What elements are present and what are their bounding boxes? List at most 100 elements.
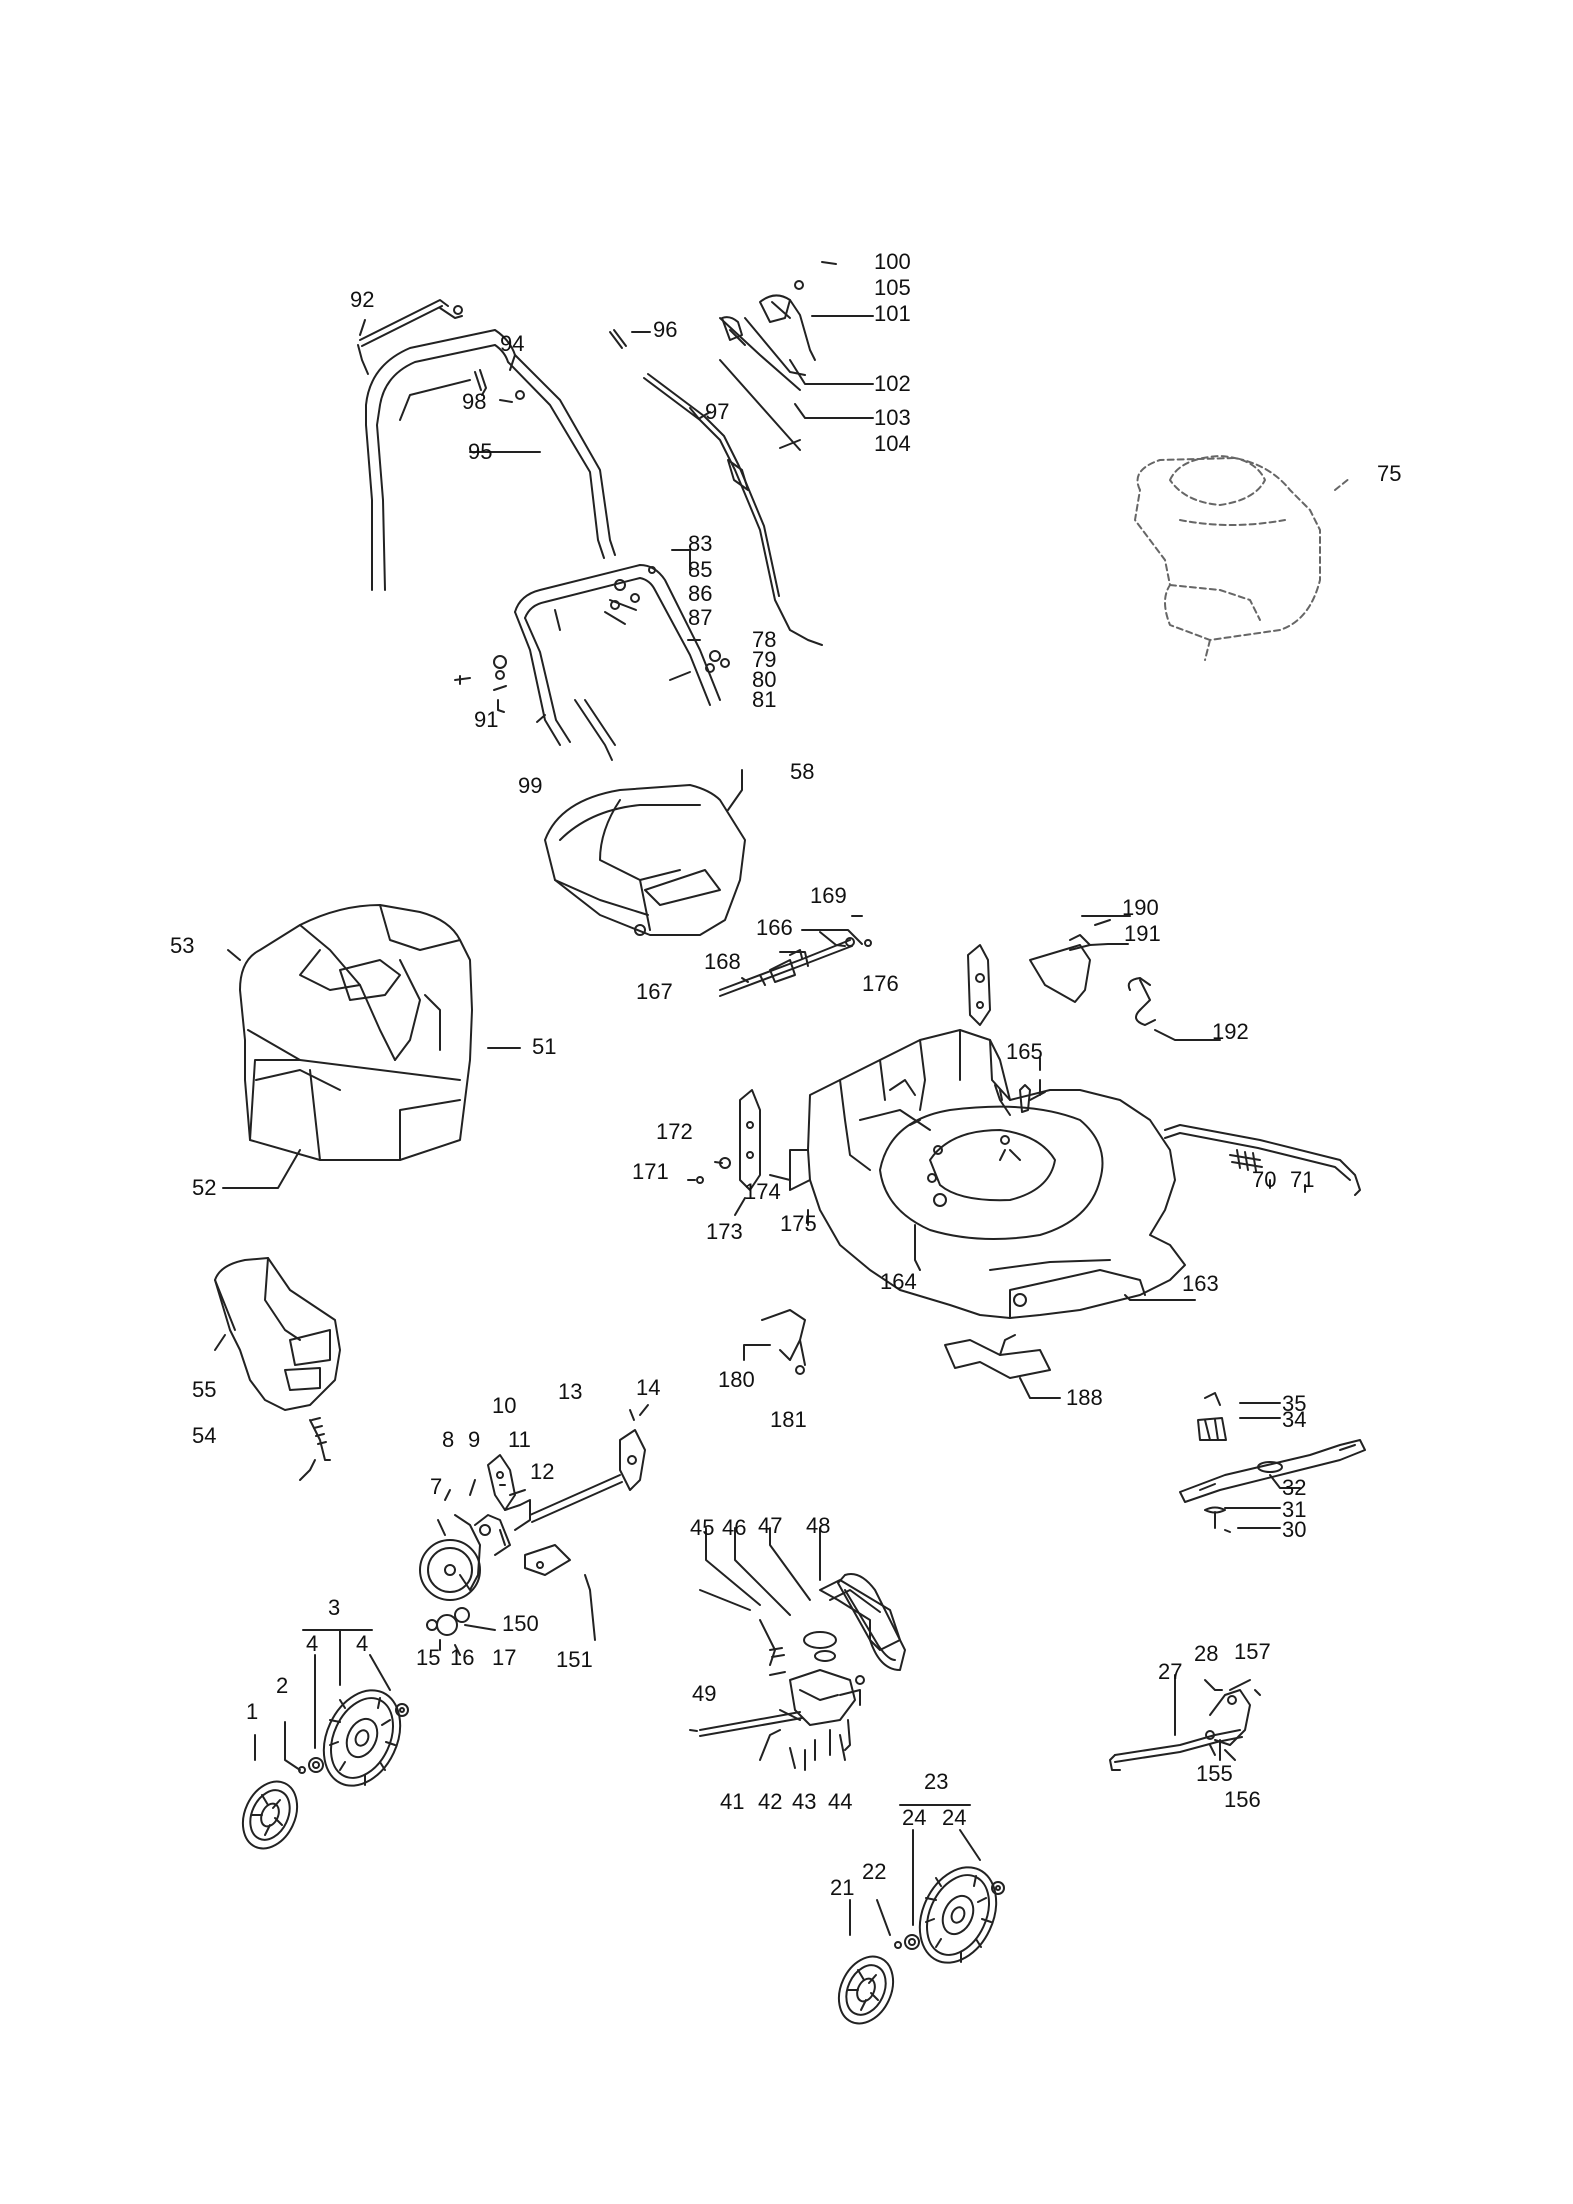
blade-assembly-drawing [1179,1392,1366,1533]
part-label-103: 103 [874,405,911,430]
handle-assembly-drawing [357,299,730,761]
part-label-10: 10 [492,1393,517,1418]
part-label-156: 156 [1224,1787,1261,1812]
front-axle-drawing [1109,1674,1261,1771]
part-label-42: 42 [758,1789,783,1814]
part-label-97: 97 [705,399,730,424]
part-label-102: 102 [874,371,911,396]
part-label-43: 43 [792,1789,817,1814]
part-label-14: 14 [636,1375,661,1400]
part-label-91: 91 [474,707,499,732]
part-label-53: 53 [170,933,195,958]
rear-wheel-drawing [241,1629,409,1850]
part-label-3: 3 [328,1595,341,1620]
side-plate-drawing [687,1089,809,1226]
part-label-181: 181 [770,1407,807,1432]
part-label-4a: 4 [306,1631,319,1656]
part-label-48: 48 [806,1513,831,1538]
part-label-190: 190 [1122,895,1159,920]
part-label-13: 13 [558,1379,583,1404]
part-label-100: 100 [874,249,911,274]
part-label-171: 171 [632,1159,669,1184]
part-label-98: 98 [462,389,487,414]
part-label-188: 188 [1066,1385,1103,1410]
part-label-96: 96 [653,317,678,342]
part-label-52: 52 [192,1175,217,1200]
part-label-32: 32 [1282,1475,1307,1500]
part-label-30: 30 [1282,1517,1307,1542]
part-label-17: 17 [492,1645,517,1670]
cable-drawing [609,261,874,646]
part-label-165: 165 [1006,1039,1043,1064]
part-label-164: 164 [880,1269,917,1294]
part-label-71: 71 [1290,1167,1315,1192]
part-label-45: 45 [690,1515,715,1540]
part-label-151: 151 [556,1647,593,1672]
part-label-49: 49 [692,1681,717,1706]
part-label-92: 92 [350,287,375,312]
part-label-176: 176 [862,971,899,996]
part-label-86: 86 [688,581,713,606]
part-label-41: 41 [720,1789,745,1814]
grass-bag-drawing [222,904,521,1189]
part-label-191: 191 [1124,921,1161,946]
part-label-78: 78 [752,627,777,652]
rear-flap-drawing [214,1257,341,1481]
part-label-27: 27 [1158,1659,1183,1684]
part-label-51: 51 [532,1034,557,1059]
part-label-2: 2 [276,1673,289,1698]
part-label-80: 80 [752,667,777,692]
rear-axle-drawing [1164,1124,1361,1196]
part-label-79: 79 [752,647,777,672]
part-label-44: 44 [828,1789,853,1814]
part-label-7: 7 [430,1474,443,1499]
part-label-173: 173 [706,1219,743,1244]
part-label-95: 95 [468,439,493,464]
part-label-163: 163 [1182,1271,1219,1296]
part-label-58: 58 [790,759,815,784]
part-label-175: 175 [780,1211,817,1236]
part-label-4b: 4 [356,1631,369,1656]
deflector-brackets-drawing [743,1309,1061,1399]
part-label-172: 172 [656,1119,693,1144]
mower-deck-drawing [789,1029,1196,1319]
transmission-drawing [689,1527,901,1771]
part-label-55: 55 [192,1377,217,1402]
part-label-101: 101 [874,301,911,326]
part-label-34: 34 [1282,1407,1307,1432]
part-label-24a: 24 [902,1805,927,1830]
part-label-155: 155 [1196,1761,1233,1786]
part-label-87: 87 [688,605,713,630]
part-label-83: 83 [688,531,713,556]
part-label-21: 21 [830,1875,855,1900]
part-label-54: 54 [192,1423,217,1448]
part-label-22: 22 [862,1859,887,1884]
part-label-11: 11 [508,1427,531,1452]
part-label-31: 31 [1282,1497,1307,1522]
part-label-75: 75 [1377,461,1402,486]
bag-lid-drawing [544,769,746,936]
part-label-167: 167 [636,979,673,1004]
part-label-150: 150 [502,1611,539,1636]
part-label-23: 23 [924,1769,949,1794]
part-label-192: 192 [1212,1019,1249,1044]
part-label-174: 174 [744,1179,781,1204]
height-adjuster-drawing [419,1404,649,1656]
part-label-169: 169 [810,883,847,908]
engine-drawing [1134,455,1351,661]
part-label-16: 16 [450,1645,475,1670]
part-label-1: 1 [246,1699,259,1724]
part-label-157: 157 [1234,1639,1271,1664]
part-label-180: 180 [718,1367,755,1392]
part-label-85: 85 [688,557,713,582]
belt-drawing [837,1573,906,1671]
part-label-94: 94 [500,331,525,356]
part-label-47: 47 [758,1513,783,1538]
front-wheel-drawing [837,1804,1005,2025]
part-label-24b: 24 [942,1805,967,1830]
part-label-35: 35 [1282,1391,1307,1416]
part-label-46: 46 [722,1515,747,1540]
part-label-70: 70 [1252,1167,1277,1192]
part-label-15: 15 [416,1645,441,1670]
